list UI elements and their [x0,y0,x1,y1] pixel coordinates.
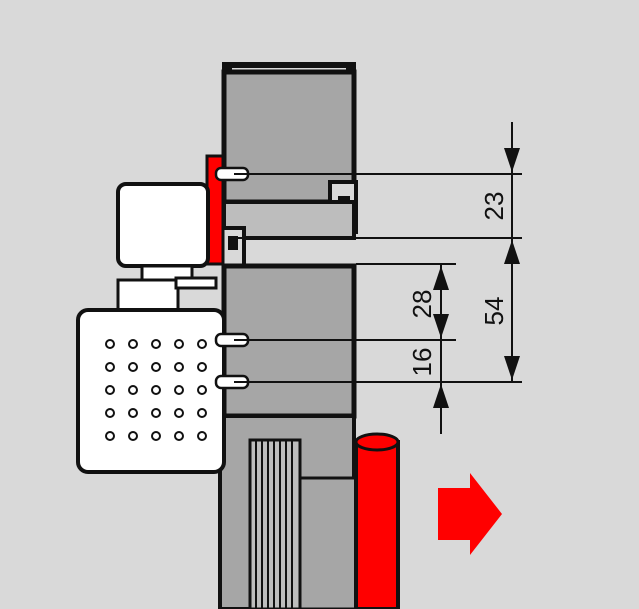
dimension-label-16: 16 [407,348,437,377]
dimension-label-54: 54 [479,297,509,326]
screws [214,166,250,390]
right-arrow-icon [438,473,502,555]
dimension-arrowheads [433,148,520,408]
dimension-label-23: 23 [479,192,509,221]
lower-white-unit [76,308,226,474]
dimension-label-28: 28 [407,290,437,319]
upper-white-unit [116,182,218,312]
red-door-bar [354,432,400,609]
